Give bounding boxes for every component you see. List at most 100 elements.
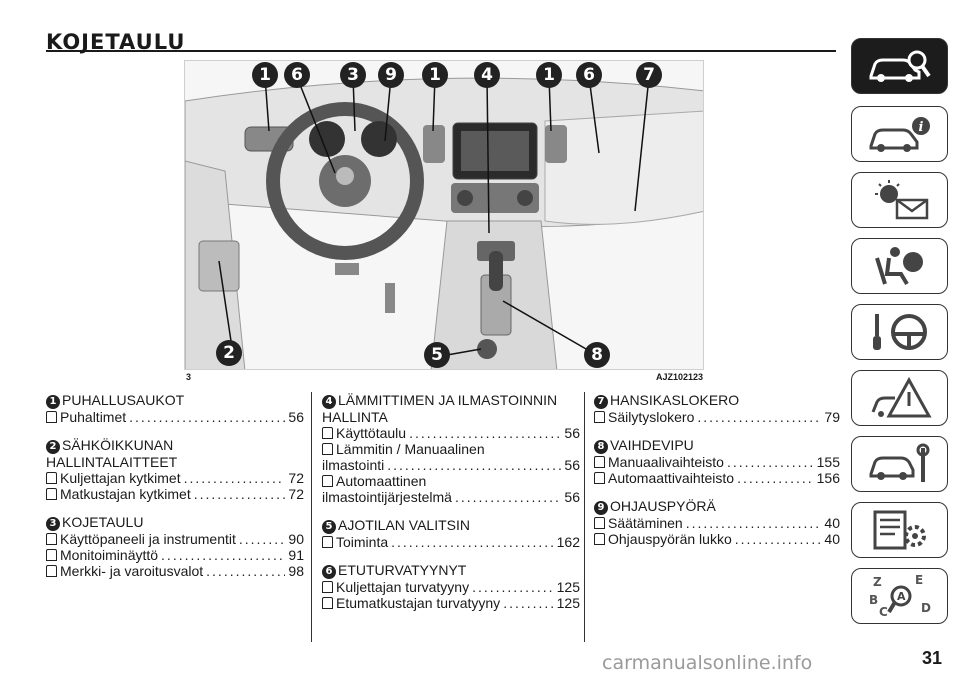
svg-text:B: B (869, 593, 878, 607)
book-icon (322, 443, 333, 455)
book-icon (594, 533, 605, 545)
watermark: carmanualsonline.info (602, 652, 813, 674)
title-rule (46, 50, 836, 52)
book-icon (594, 472, 605, 484)
section-number: 8 (594, 440, 608, 454)
book-icon (322, 475, 333, 487)
tab-technical-data[interactable] (851, 502, 948, 558)
section-heading: VAIHDEVIPU (610, 437, 694, 453)
page-ref: 40 (824, 515, 840, 531)
index-entry[interactable]: Kuljettajan kytkimet72 (46, 470, 304, 486)
tab-emergency[interactable] (851, 370, 948, 426)
section-heading: PUHALLUSAUKOT (62, 392, 185, 408)
car-wrench-icon (869, 443, 929, 482)
index-entry[interactable]: Kuljettajan turvatyyny125 (322, 579, 580, 595)
page-ref: 56 (564, 425, 580, 441)
index-entry[interactable]: Automaattinen ilmastointijärjestelmä56 (322, 473, 580, 505)
book-icon (594, 456, 605, 468)
tab-car-search[interactable] (851, 38, 948, 94)
tab-maintenance[interactable] (851, 436, 948, 492)
book-icon (322, 427, 333, 439)
book-icon (322, 581, 333, 593)
page-ref: 162 (556, 534, 580, 550)
svg-text:i: i (918, 120, 923, 135)
airbag-seat-icon (874, 247, 923, 286)
car-info-icon: i (869, 117, 930, 152)
section-heading: OHJAUSPYÖRÄ (610, 498, 716, 514)
index-entry[interactable]: Säilytyslokero79 (594, 409, 840, 425)
index-entry[interactable]: Merkki- ja varoitusvalot98 (46, 563, 304, 579)
section-heading: SÄHKÖIKKUNAN HALLINTALAITTEET (46, 437, 178, 470)
section-heading: LÄMMITTIMEN JA ILMASTOINNIN HALLINTA (322, 392, 558, 425)
spec-list-gear-icon (873, 510, 926, 550)
dashboard-illustration (184, 60, 704, 370)
key-steering-wheel-icon (872, 314, 927, 350)
section-number: 5 (322, 520, 336, 534)
column-divider (584, 392, 585, 642)
section-number: 4 (322, 395, 336, 409)
svg-text:E: E (915, 573, 923, 587)
section-heading: HANSIKASLOKERO (610, 392, 740, 408)
section-number: 9 (594, 501, 608, 515)
book-icon (46, 411, 57, 423)
index-entry[interactable]: Monitoiminäyttö91 (46, 547, 304, 563)
index-entry[interactable]: Manuaalivaihteisto155 (594, 454, 840, 470)
figure-code: AJZ102123 (656, 372, 704, 382)
index-entry[interactable]: Ohjauspyörän lukko40 (594, 531, 840, 547)
warning-triangle-car-icon (871, 376, 932, 418)
index-entry[interactable]: Toiminta162 (322, 534, 580, 550)
callout-9: 9 (378, 62, 404, 88)
car-search-icon (869, 50, 931, 82)
page-number: 31 (921, 648, 942, 668)
index-entry[interactable]: Etumatkustajan turvatyyny125 (322, 595, 580, 611)
page-ref: 155 (816, 454, 840, 470)
index-entry[interactable]: Käyttötaulu56 (322, 425, 580, 441)
index-entry[interactable]: Säätäminen40 (594, 515, 840, 531)
section-heading: AJOTILAN VALITSIN (338, 517, 470, 533)
index-entry[interactable]: Automaattivaihteisto156 (594, 470, 840, 486)
page-ref: 156 (816, 470, 840, 486)
index-entry[interactable]: Käyttöpaneeli ja instrumentit90 (46, 531, 304, 547)
page-ref: 56 (564, 489, 580, 505)
book-icon (322, 597, 333, 609)
warning-light-envelope-icon (874, 180, 928, 220)
figure-page-ref: 3 (186, 372, 192, 382)
index-entry[interactable]: Lämmitin / Manuaalinen ilmastointi56 (322, 441, 580, 473)
callout-2: 2 (216, 340, 242, 366)
page-ref: 125 (556, 579, 580, 595)
tab-safety[interactable] (851, 238, 948, 294)
page-ref: 79 (824, 409, 840, 425)
svg-text:Z: Z (873, 575, 882, 589)
page-ref: 91 (288, 547, 304, 563)
section-heading: ETUTURVATYYNYT (338, 562, 467, 578)
book-icon (594, 411, 605, 423)
callout-8: 8 (584, 342, 610, 368)
book-icon (46, 488, 57, 500)
book-icon (322, 536, 333, 548)
tab-car-info[interactable]: i (851, 106, 948, 162)
index-entry[interactable]: Matkustajan kytkimet72 (46, 486, 304, 502)
callout-5: 5 (424, 342, 450, 368)
callout-6-right: 6 (576, 62, 602, 88)
svg-text:D: D (921, 601, 931, 615)
tab-warning-lights[interactable] (851, 172, 948, 228)
section-number: 6 (322, 565, 336, 579)
section-number: 3 (46, 517, 60, 531)
callout-1-left: 1 (252, 62, 278, 88)
svg-text:A: A (897, 590, 906, 603)
index-entry[interactable]: Puhaltimet56 (46, 409, 304, 425)
page-ref: 90 (288, 531, 304, 547)
callout-3: 3 (340, 62, 366, 88)
tab-starting-driving[interactable] (851, 304, 948, 360)
page-ref: 40 (824, 531, 840, 547)
callout-4: 4 (474, 62, 500, 88)
